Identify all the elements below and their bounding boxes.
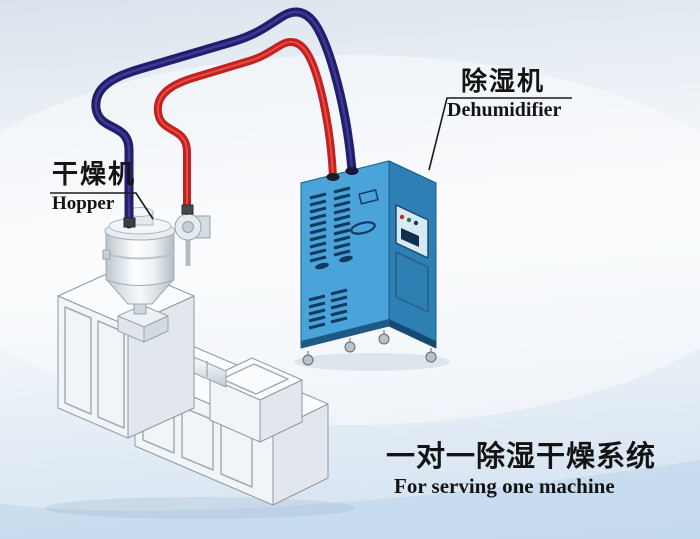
cabinet-base-side (389, 319, 436, 348)
dehumidifier-label-en: Dehumidifier (447, 99, 562, 122)
stand-door-panel (97, 320, 125, 429)
front-handle (339, 255, 353, 263)
gearbox-side-face (259, 379, 303, 443)
panel-button-dark (413, 220, 419, 226)
panel-button-green (406, 217, 412, 223)
cabinet-shadow (294, 353, 450, 371)
control-panel (395, 204, 429, 259)
dehumidifier-cabinet (300, 160, 437, 366)
caption: 一对一除湿干燥系统 For serving one machine (386, 439, 657, 499)
leader-line-dehumidifier (428, 97, 572, 171)
caption-cn: 一对一除湿干燥系统 (386, 439, 657, 473)
hopper-clamp-band (105, 253, 175, 260)
hopper-mount-side (143, 315, 169, 343)
caption-en: For serving one machine (394, 474, 615, 499)
panel-display (401, 228, 419, 247)
cabinet-port-navy (345, 167, 359, 175)
hopper-label-en: Hopper (52, 193, 115, 215)
front-handle (315, 262, 329, 270)
casters (302, 330, 437, 366)
dehumidifier-label: 除湿机 Dehumidifier (447, 68, 561, 122)
extruder-shadow (45, 497, 355, 519)
panel-button-red (399, 214, 405, 220)
hopper-port-navy (123, 217, 136, 228)
extruder-door-panel (181, 406, 214, 471)
hopper-label-cn: 干燥机 (52, 160, 137, 190)
front-oval-vent (350, 221, 376, 235)
blower-hub (182, 221, 194, 233)
blower-port-red (181, 204, 194, 215)
hopper-dryer (102, 207, 211, 343)
pipe-navy-sheen (94, 10, 354, 226)
bg-bottom-curve (0, 460, 700, 539)
stand-door-panel (64, 306, 92, 415)
side-access-door (395, 251, 429, 313)
pipes (91, 7, 357, 229)
hopper-label: 干燥机 Hopper (52, 161, 136, 215)
leader-line-hopper (50, 192, 154, 220)
front-nameplate (358, 189, 379, 205)
extruder-machine (57, 265, 329, 506)
pipe-red-sheen (156, 40, 334, 212)
cabinet-port-red (326, 173, 340, 181)
hopper-clamp (102, 249, 111, 260)
dehumidifier-label-cn: 除湿机 (461, 67, 546, 97)
gearbox-top-panel (221, 363, 289, 395)
cabinet-base-front (301, 319, 389, 348)
